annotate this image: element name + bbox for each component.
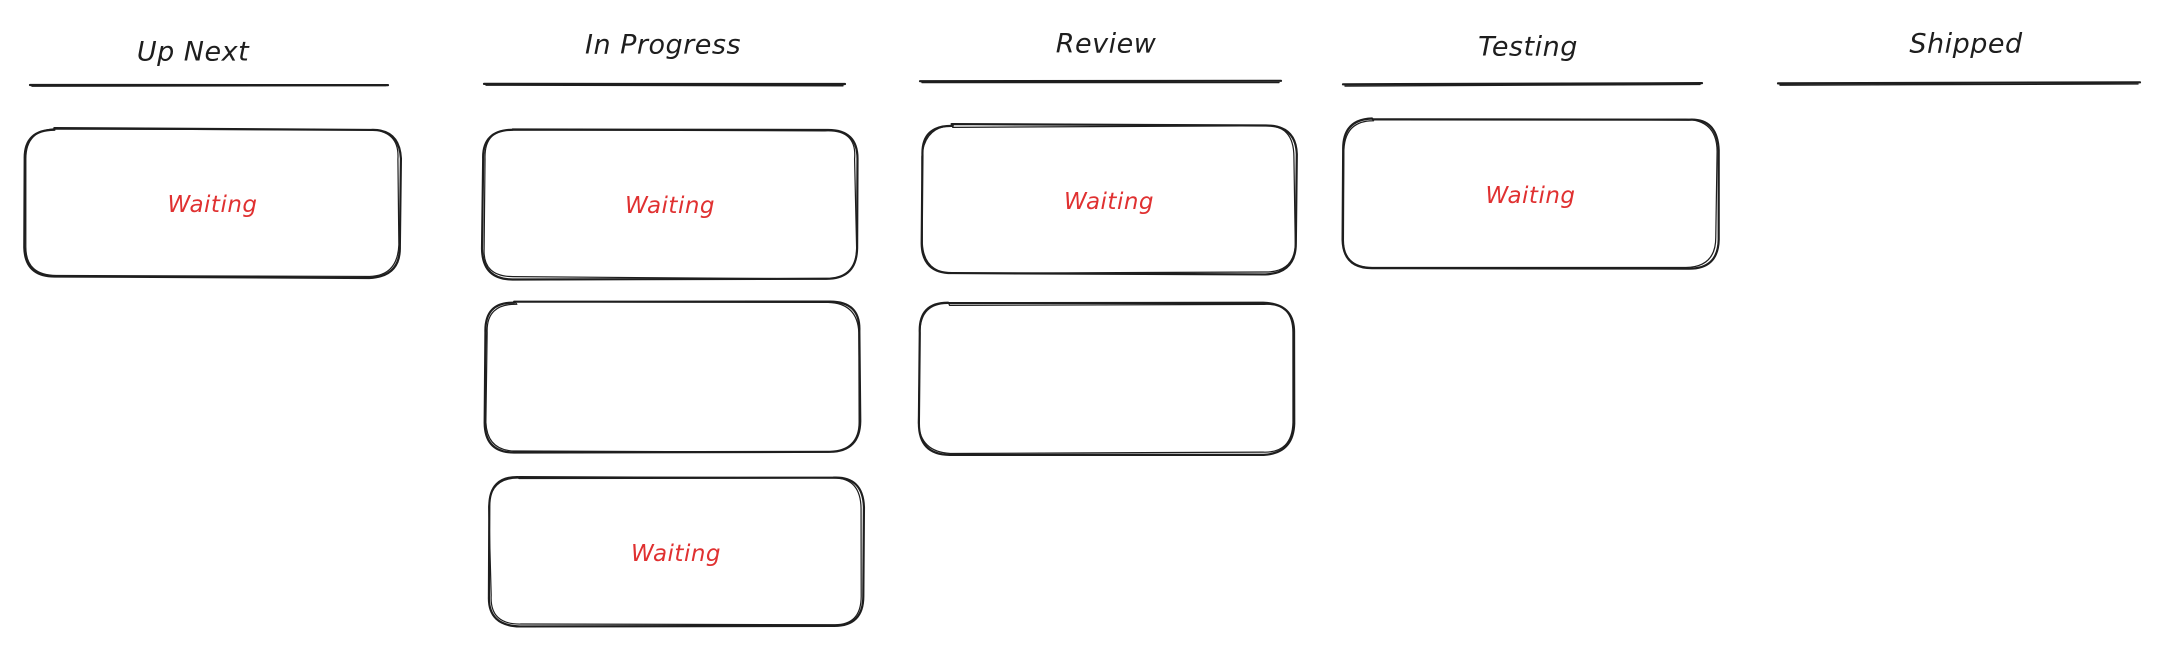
column-divider-line <box>485 84 844 87</box>
card[interactable]: Waiting <box>483 129 857 279</box>
column-divider-line <box>1779 83 2139 86</box>
card-outline <box>23 127 403 280</box>
card-status-label: Waiting <box>624 193 716 219</box>
column-title-review: Review <box>1055 28 1157 60</box>
card[interactable]: Waiting <box>25 129 400 277</box>
card[interactable]: Waiting <box>1343 119 1718 269</box>
card-outline <box>485 301 860 453</box>
card[interactable] <box>485 302 860 452</box>
card[interactable] <box>919 303 1294 454</box>
card-status-label: Waiting <box>1485 183 1576 209</box>
card-status-label: Waiting <box>630 540 722 567</box>
column-divider-line <box>1341 82 1704 86</box>
column-title-up-next: Up Next <box>136 36 250 68</box>
card-outline <box>25 128 400 278</box>
card[interactable]: Waiting <box>489 477 863 626</box>
card-outline <box>921 124 1296 274</box>
column-divider-line <box>31 84 387 87</box>
column-title-shipped: Shipped <box>1909 28 2023 60</box>
card-outline <box>1342 118 1718 269</box>
card[interactable]: Waiting <box>922 125 1296 274</box>
card-outline <box>488 475 862 626</box>
card-outline <box>917 301 1296 456</box>
column-title-in-progress: In Progress <box>584 29 742 61</box>
column-divider-line <box>1776 81 2142 85</box>
column-title-testing: Testing <box>1478 31 1578 63</box>
card-status-label: Waiting <box>167 192 258 218</box>
card-outline <box>1341 117 1720 270</box>
column-divider-line <box>1344 83 1701 87</box>
card-outline <box>483 129 858 280</box>
card-outline <box>480 128 859 281</box>
card-outline <box>920 122 1298 276</box>
card-status-label: Waiting <box>1063 188 1155 215</box>
card-outline <box>917 302 1294 455</box>
